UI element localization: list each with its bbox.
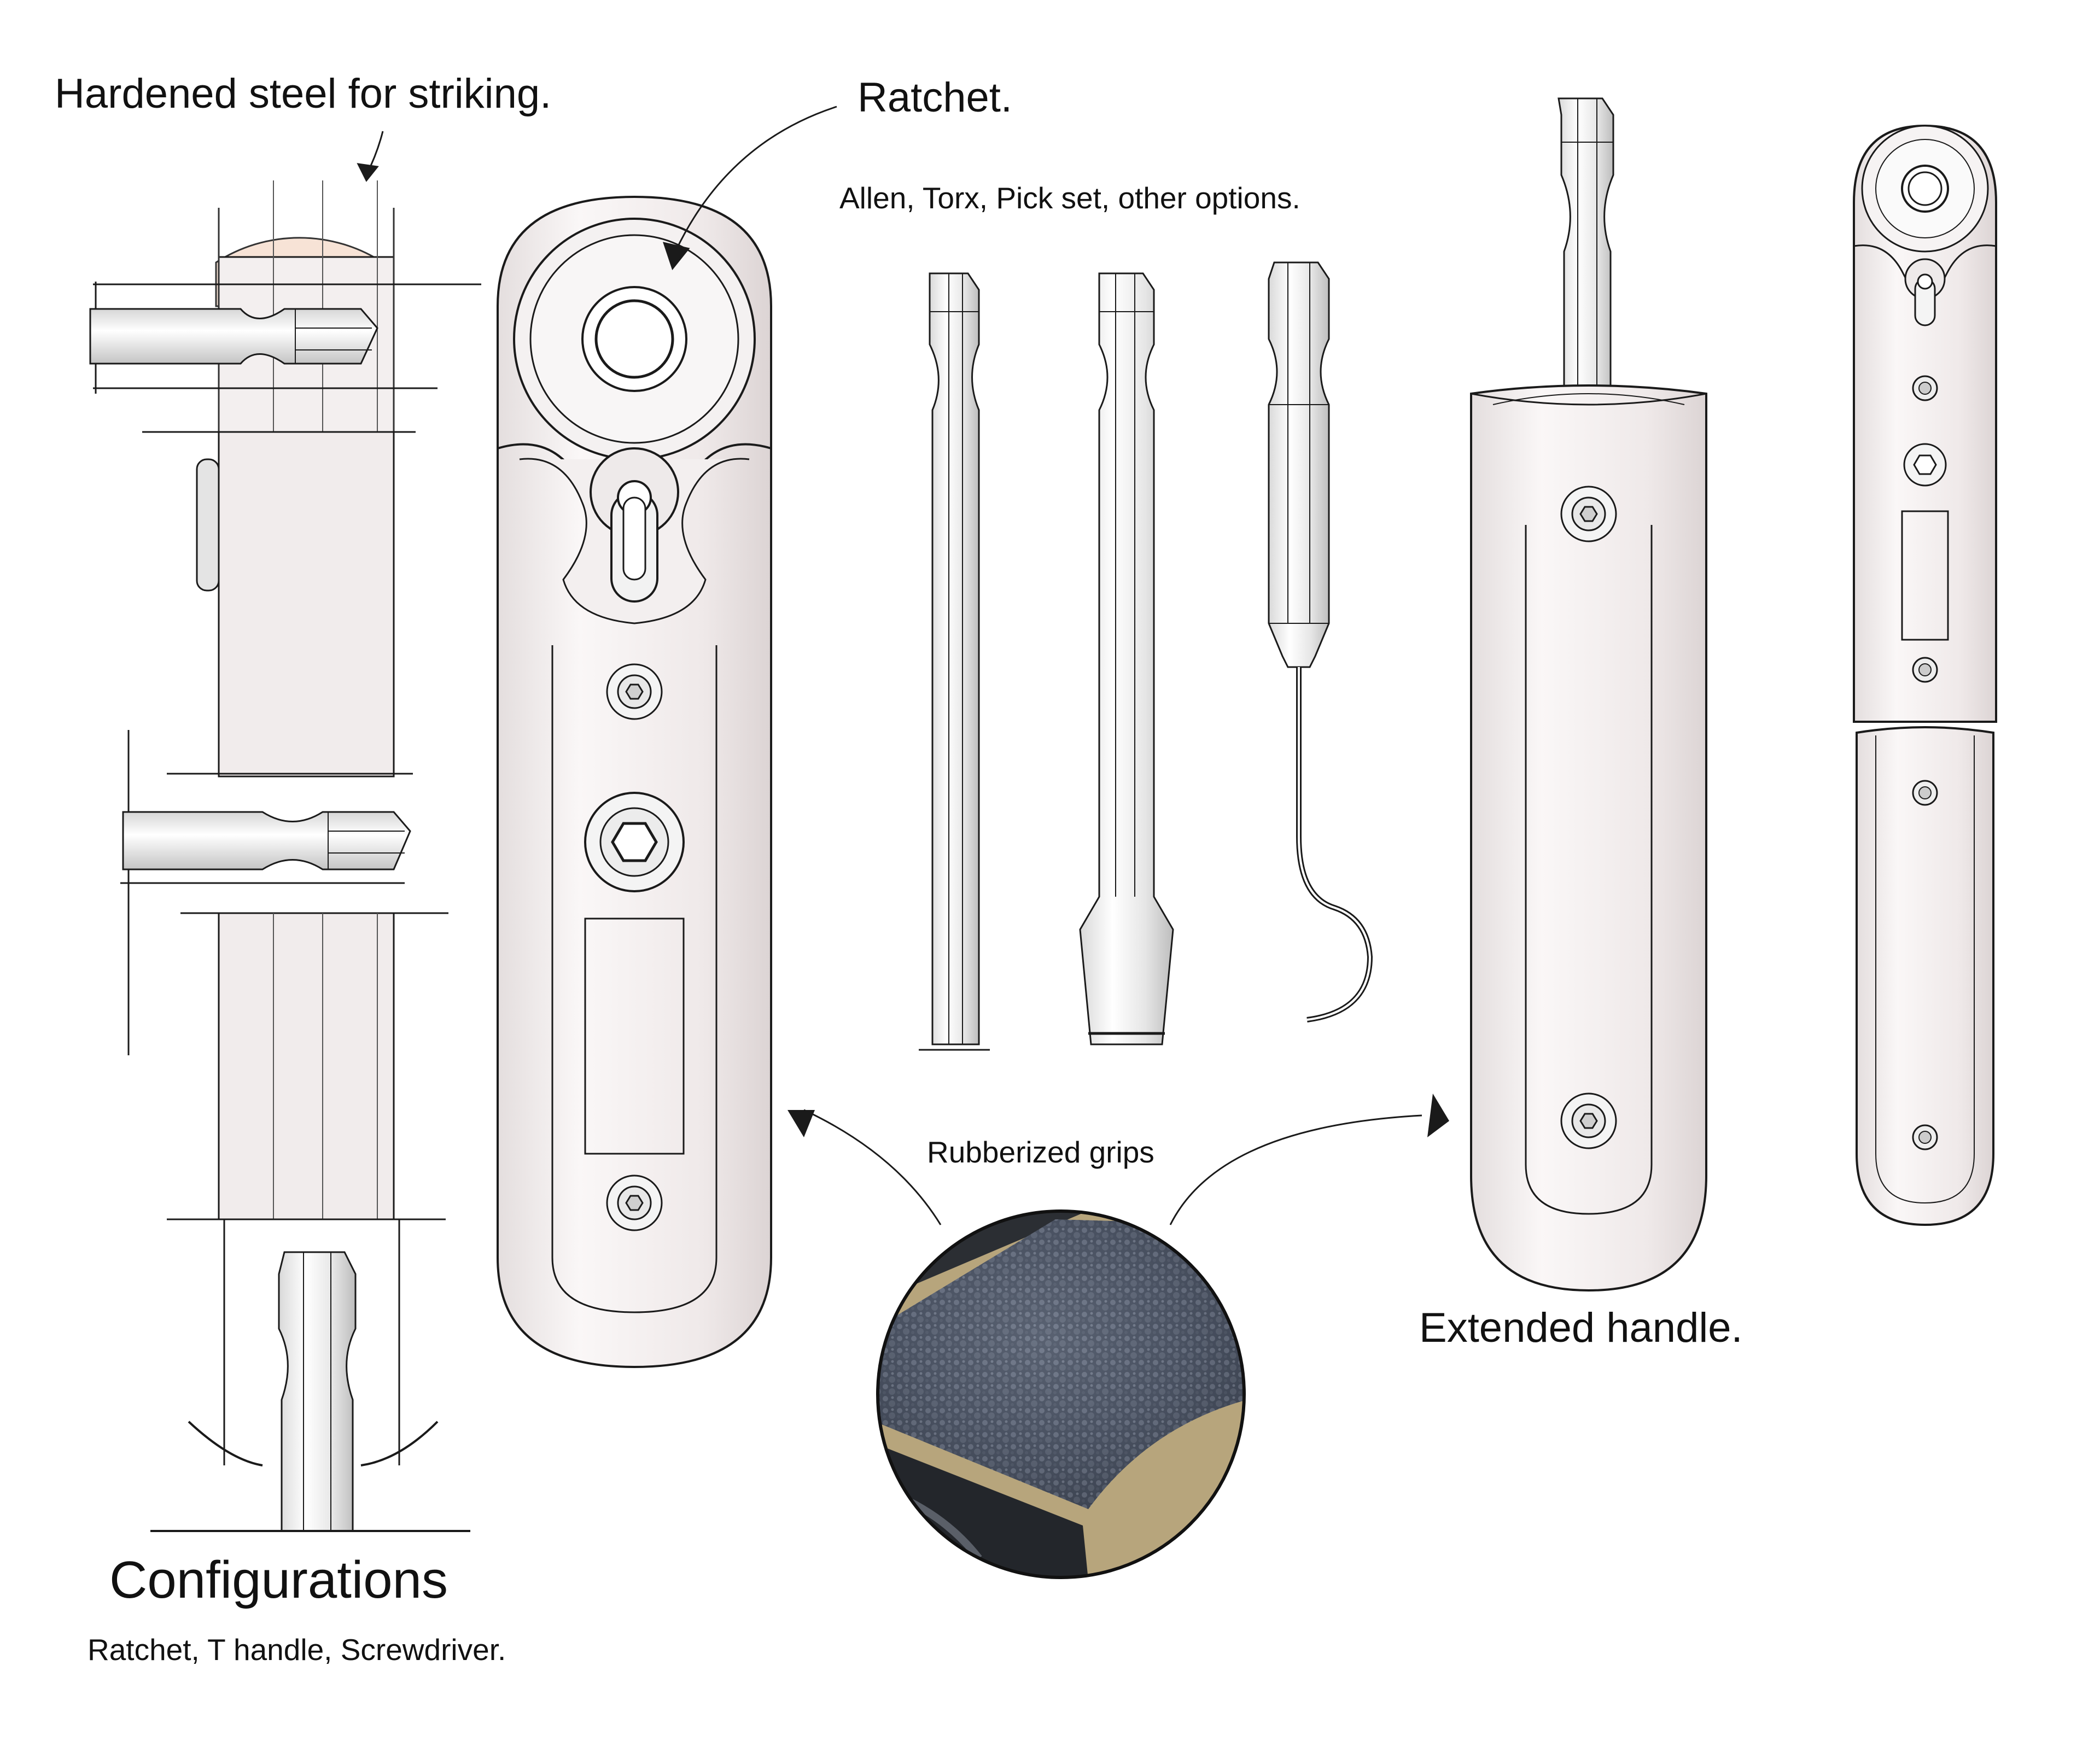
label-hardened-steel: Hardened steel for striking. — [55, 71, 552, 117]
extended-handle-drawing — [1470, 97, 1707, 1292]
label-rubberized-grips: Rubberized grips — [927, 1135, 1154, 1169]
label-configurations: Configurations — [109, 1551, 448, 1609]
bit-pick-hook — [1268, 261, 1373, 1022]
exploded-side-view — [89, 131, 481, 1532]
label-extended-handle: Extended handle. — [1419, 1305, 1743, 1351]
ratchet-handle-drawing — [497, 106, 837, 1369]
bit-allen — [919, 272, 990, 1051]
bit-flat-screwdriver — [1079, 272, 1174, 1045]
assembled-long-tool — [1853, 124, 1997, 1226]
label-config-list: Ratchet, T handle, Screwdriver. — [88, 1633, 506, 1667]
label-ratchet: Ratchet. — [858, 74, 1013, 121]
label-bit-options: Allen, Torx, Pick set, other options. — [839, 181, 1300, 215]
rubber-grip-closeup — [788, 1094, 1449, 1579]
